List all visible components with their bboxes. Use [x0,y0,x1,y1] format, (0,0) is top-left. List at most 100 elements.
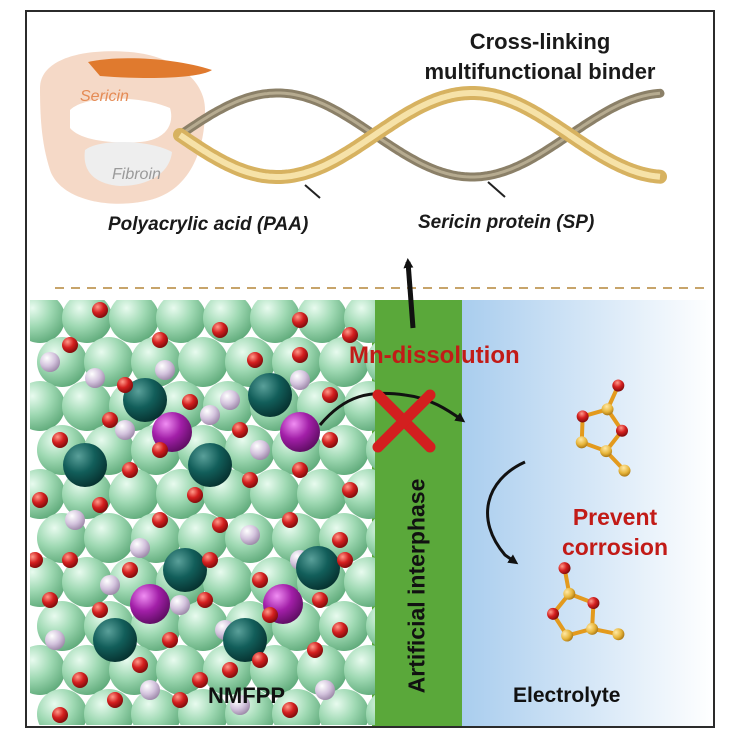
oxygen-atom [312,592,328,608]
green-atom [319,425,369,475]
oxygen-atom [292,312,308,328]
green-atom [319,337,369,387]
oxygen-atom [32,492,48,508]
electrolyte-label: Electrolyte [513,684,621,707]
nmfpp-label: NMFPP [208,683,285,708]
electrolyte-molecules [547,379,631,642]
green-atom [178,601,228,651]
lilac-atom [220,390,240,410]
green-atom [178,689,228,725]
electrolyte-region [462,300,713,726]
lilac-atom [170,595,190,615]
green-atom [344,469,375,519]
lilac-atom [230,695,250,715]
oxygen-atom [332,622,348,638]
green-atom [297,469,347,519]
green-atom [366,430,375,470]
carbonate-molecule [575,379,631,477]
oxygen-atom [62,552,78,568]
green-atom [62,381,112,431]
prevent-line-1: Prevent [572,504,658,530]
oxygen-atom [187,487,203,503]
oxygen-atom [182,394,198,410]
corrosion-arrow [486,460,526,565]
oxygen-atom [232,422,248,438]
oxygen-atom [282,702,298,718]
oxygen-atom [202,552,218,568]
lilac-atom [200,405,220,425]
oxygen-atom [102,412,118,428]
mn-atom [280,412,320,452]
green-atom [297,300,347,343]
green-atom [366,518,375,558]
green-atom [297,645,347,695]
teal-atom [163,548,207,592]
oxygen-atom [212,322,228,338]
green-atom [344,557,375,607]
paa-label: Polyacrylic acid (PAA) [108,214,309,235]
oxygen-atom [30,552,43,568]
oxygen-atom [342,482,358,498]
lilac-atom [45,630,65,650]
oxygen-atom [152,332,168,348]
teal-atom [296,546,340,590]
green-atom [109,300,159,343]
green-atom [62,300,112,343]
lilac-atom [130,538,150,558]
oxygen-atom [132,657,148,673]
green-atom [84,513,134,563]
green-atom [203,557,253,607]
silk-fiber-icon [40,51,212,204]
interphase-strip [372,300,462,726]
lilac-atom [40,352,60,372]
title-line-2: multifunctional binder [424,59,656,84]
carbonate-molecule [547,562,625,642]
oxygen-atom [92,602,108,618]
green-atom [203,300,253,343]
oxygen-atom [332,532,348,548]
prevent-line-2: corrosion [561,534,669,560]
oxygen-atom [252,652,268,668]
lilac-atom [85,368,105,388]
sericin-label: Sericin [80,88,129,105]
green-atom [156,469,206,519]
paa-pointer [304,184,321,199]
oxygen-atom [342,327,358,343]
green-atom [30,645,65,695]
binder-title: Cross-linking multifunctional binder [390,27,690,87]
interphase-label: Artificial interphase [403,478,430,694]
oxygen-atom [197,592,213,608]
oxygen-atom [122,562,138,578]
green-atom [30,557,65,607]
oxygen-atom [282,512,298,528]
oxygen-atom [62,337,78,353]
oxygen-atom [52,707,68,723]
oxygen-atom [322,387,338,403]
oxygen-atom [92,497,108,513]
oxygen-atom [247,352,263,368]
oxygen-atom [292,347,308,363]
green-atom [344,645,375,695]
oxygen-atom [192,672,208,688]
lilac-atom [100,575,120,595]
green-atom [30,381,65,431]
oxygen-atom [292,462,308,478]
oxygen-atom [222,662,238,678]
title-line-1: Cross-linking [469,29,611,54]
lilac-atom [290,370,310,390]
green-atom [131,689,181,725]
oxygen-atom [52,432,68,448]
teal-atom [63,443,107,487]
oxygen-atom [242,472,258,488]
oxygen-atom [107,692,123,708]
oxygen-atom [152,442,168,458]
oxygen-atom [322,432,338,448]
lilac-atom [65,510,85,530]
lilac-atom [240,525,260,545]
green-atom [30,300,65,343]
block-cross-icon [372,389,436,453]
oxygen-atom [92,302,108,318]
lilac-atom [250,440,270,460]
